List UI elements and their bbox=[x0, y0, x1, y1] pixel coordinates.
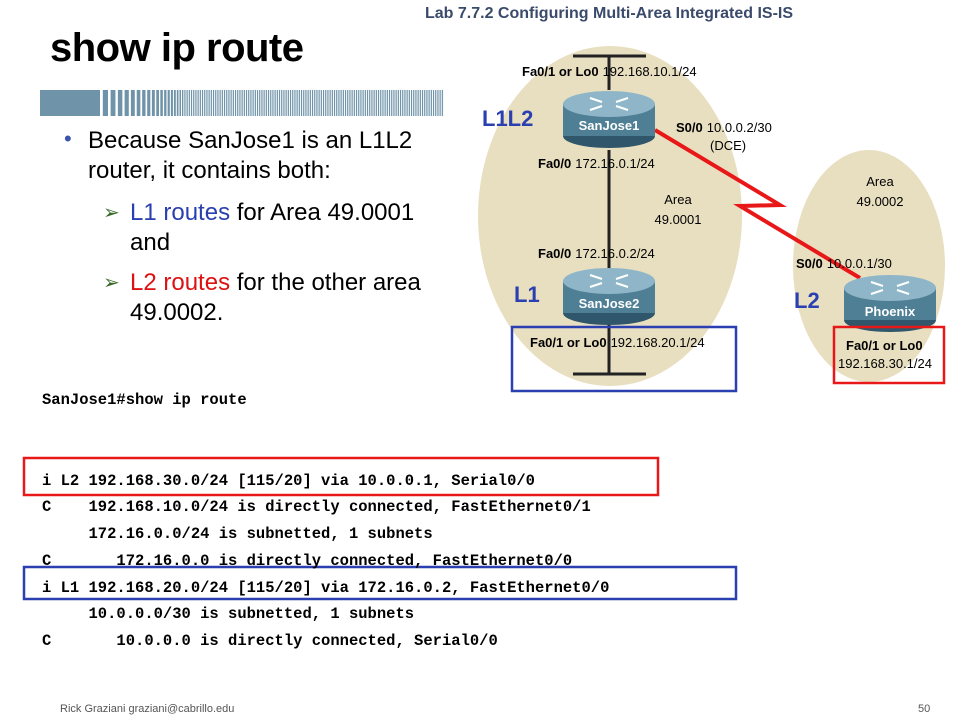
area1-label: Area bbox=[664, 192, 692, 207]
slide-title: show ip route bbox=[50, 26, 304, 70]
bullet-sub-l1: L1 routes for Area 49.0001 and bbox=[130, 198, 460, 258]
area2-number: 49.0002 bbox=[857, 194, 904, 209]
svg-text:Phoenix: Phoenix bbox=[865, 304, 916, 319]
page-number: 50 bbox=[918, 703, 931, 715]
route-line: i L2 192.168.30.0/24 [115/20] via 10.0.0… bbox=[42, 472, 535, 490]
title-decoration bbox=[40, 90, 444, 116]
l2-highlight-box-diagram bbox=[832, 325, 946, 385]
bullet-sub-l2-rest: for the other area 49.0002. bbox=[130, 269, 421, 326]
level-l1-label: L1 bbox=[514, 282, 540, 307]
router-sanjose2: SanJose2 bbox=[563, 268, 655, 325]
bullet-main: Because SanJose1 is an L1L2 router, it c… bbox=[88, 127, 413, 184]
route-line: 172.16.0.0/24 is subnetted, 1 subnets bbox=[42, 525, 433, 543]
footer-author: Rick Graziani graziani@cabrillo.edu bbox=[60, 703, 235, 715]
l2-routes-highlight: L2 routes bbox=[130, 269, 231, 296]
svg-text:SanJose2: SanJose2 bbox=[579, 296, 640, 311]
sj1-dce-label: (DCE) bbox=[710, 138, 746, 153]
route-line: C 172.16.0.0 is directly connected, Fast… bbox=[42, 552, 573, 570]
area2-label: Area bbox=[866, 174, 894, 189]
l1-route-highlight-box bbox=[22, 565, 738, 601]
l1-routes-highlight: L1 routes bbox=[130, 199, 231, 226]
serial-link bbox=[653, 128, 862, 280]
bullet-sub-l2: L2 routes for the other area 49.0002. bbox=[130, 268, 460, 328]
svg-text:SanJose1: SanJose1 bbox=[579, 118, 640, 133]
route-line: C 10.0.0.0 is directly connected, Serial… bbox=[42, 632, 498, 650]
arrow-bullet-icon: ➢ bbox=[103, 202, 120, 224]
arrow-bullet-icon: ➢ bbox=[103, 272, 120, 294]
lab-title: Lab 7.7.2 Configuring Multi-Area Integra… bbox=[425, 5, 794, 22]
route-line: C 192.168.10.0/24 is directly connected,… bbox=[42, 498, 591, 516]
area1-number: 49.0001 bbox=[655, 212, 702, 227]
level-l1l2-label: L1L2 bbox=[482, 106, 533, 131]
route-line: i L1 192.168.20.0/24 [115/20] via 172.16… bbox=[42, 579, 610, 597]
level-l2-label: L2 bbox=[794, 288, 820, 313]
bullet-sub-l1-rest: for Area 49.0001 and bbox=[130, 199, 415, 256]
ph-fa01-interface: Fa0/1 or Lo0 bbox=[846, 338, 923, 353]
command-line: SanJose1#show ip route bbox=[42, 391, 247, 409]
l2-route-highlight-box bbox=[22, 456, 660, 497]
router-sanjose1: SanJose1 bbox=[563, 91, 655, 148]
router-phoenix: Phoenix bbox=[844, 275, 936, 332]
route-line: 10.0.0.0/30 is subnetted, 1 subnets bbox=[42, 605, 415, 623]
bullet-dot-icon: • bbox=[64, 126, 72, 151]
l1-highlight-box-diagram bbox=[510, 325, 738, 393]
ph-fa01-ip: 192.168.30.1/24 bbox=[838, 356, 932, 371]
